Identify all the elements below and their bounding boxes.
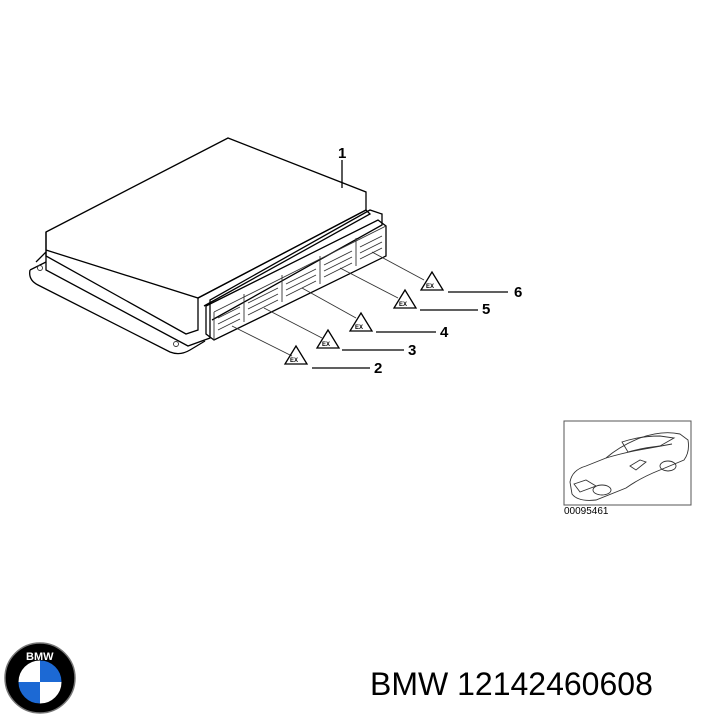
warning-triangle-6: EX bbox=[371, 251, 508, 293]
callout-4: 4 bbox=[440, 324, 449, 341]
warning-triangle-4: EX bbox=[301, 287, 436, 333]
callout-2: 2 bbox=[374, 360, 382, 377]
warning-triangle-2: EX bbox=[231, 325, 370, 369]
callout-1: 1 bbox=[338, 145, 346, 162]
car-thumbnail-code: 00095461 bbox=[564, 506, 609, 517]
callout-5: 5 bbox=[482, 301, 490, 318]
svg-text:EX: EX bbox=[355, 325, 363, 331]
caption-part-number: 12142460608 bbox=[457, 666, 653, 702]
svg-text:EX: EX bbox=[290, 358, 298, 364]
car-thumbnail bbox=[563, 420, 692, 506]
caption-brand: BMW bbox=[370, 666, 449, 702]
svg-text:EX: EX bbox=[426, 284, 434, 290]
warning-triangle-5: EX bbox=[339, 267, 478, 311]
part-caption: BMW 12142460608 bbox=[370, 664, 715, 704]
warning-triangle-3: EX bbox=[263, 307, 404, 351]
bmw-roundel-icon: BMW bbox=[4, 642, 76, 714]
svg-text:EX: EX bbox=[399, 302, 407, 308]
logo-text: BMW bbox=[26, 651, 54, 663]
control-unit-housing bbox=[29, 137, 387, 355]
callout-6: 6 bbox=[514, 284, 522, 301]
callout-3: 3 bbox=[408, 342, 416, 359]
svg-text:EX: EX bbox=[322, 342, 330, 348]
